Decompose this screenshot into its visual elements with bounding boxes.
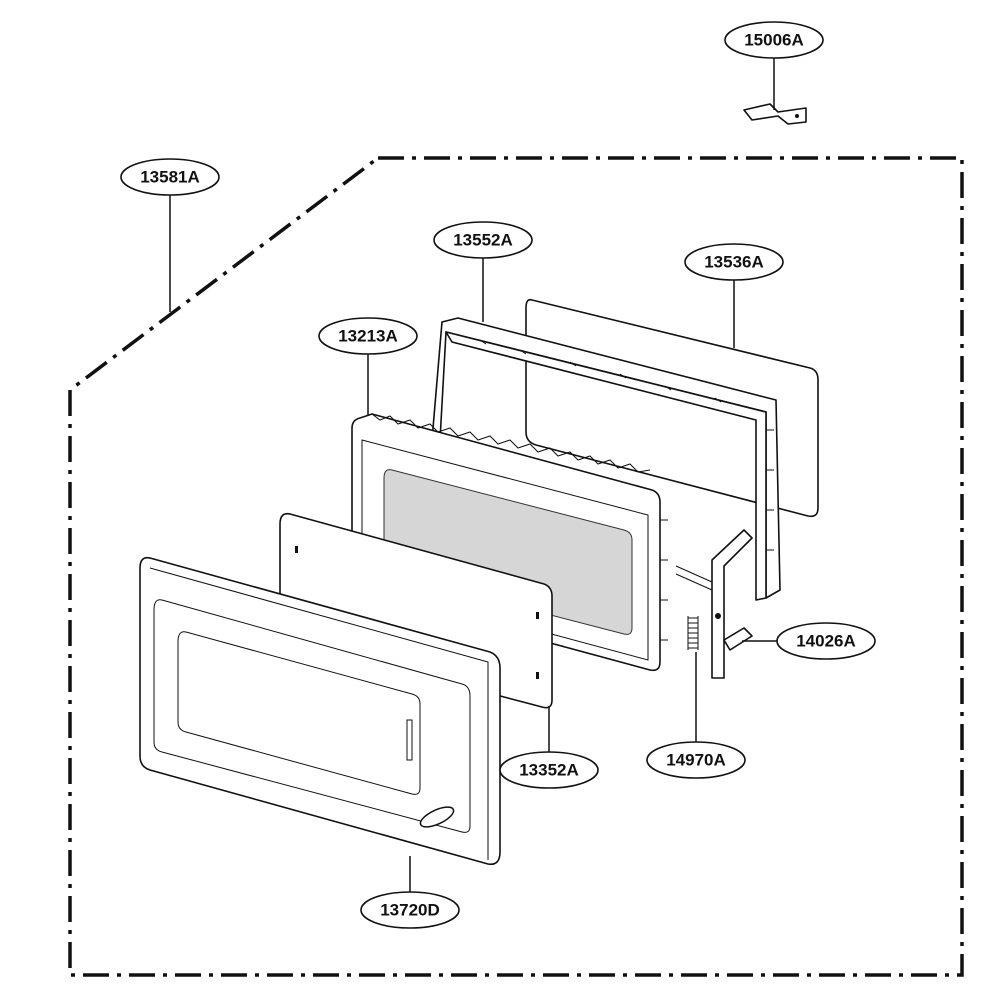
assembly-boundary bbox=[68, 156, 964, 977]
callout-label: 14970A bbox=[666, 751, 726, 770]
callout-13581A[interactable]: 13581A bbox=[120, 158, 220, 196]
callout-14026A[interactable]: 14026A bbox=[776, 622, 876, 660]
callout-13720D[interactable]: 13720D bbox=[360, 891, 460, 929]
callout-label: 13552A bbox=[453, 231, 513, 250]
callout-14970A[interactable]: 14970A bbox=[646, 741, 746, 779]
callout-13213A[interactable]: 13213A bbox=[318, 317, 418, 355]
callout-label: 15006A bbox=[744, 31, 804, 50]
part-hinge-bracket bbox=[743, 103, 807, 125]
part-latch-hook bbox=[675, 529, 753, 679]
part-spring bbox=[687, 616, 699, 650]
callout-13352A[interactable]: 13352A bbox=[499, 751, 599, 789]
callout-15006A[interactable]: 15006A bbox=[724, 21, 824, 59]
callout-label: 13213A bbox=[338, 327, 398, 346]
callout-13536A[interactable]: 13536A bbox=[684, 243, 784, 281]
callout-label: 13720D bbox=[380, 901, 440, 920]
callout-label: 13352A bbox=[519, 761, 579, 780]
part-front-door-frame bbox=[139, 556, 501, 866]
callout-label: 13581A bbox=[140, 168, 200, 187]
callout-13552A[interactable]: 13552A bbox=[433, 221, 533, 259]
callout-label: 14026A bbox=[796, 632, 856, 651]
callout-label: 13536A bbox=[704, 253, 764, 272]
